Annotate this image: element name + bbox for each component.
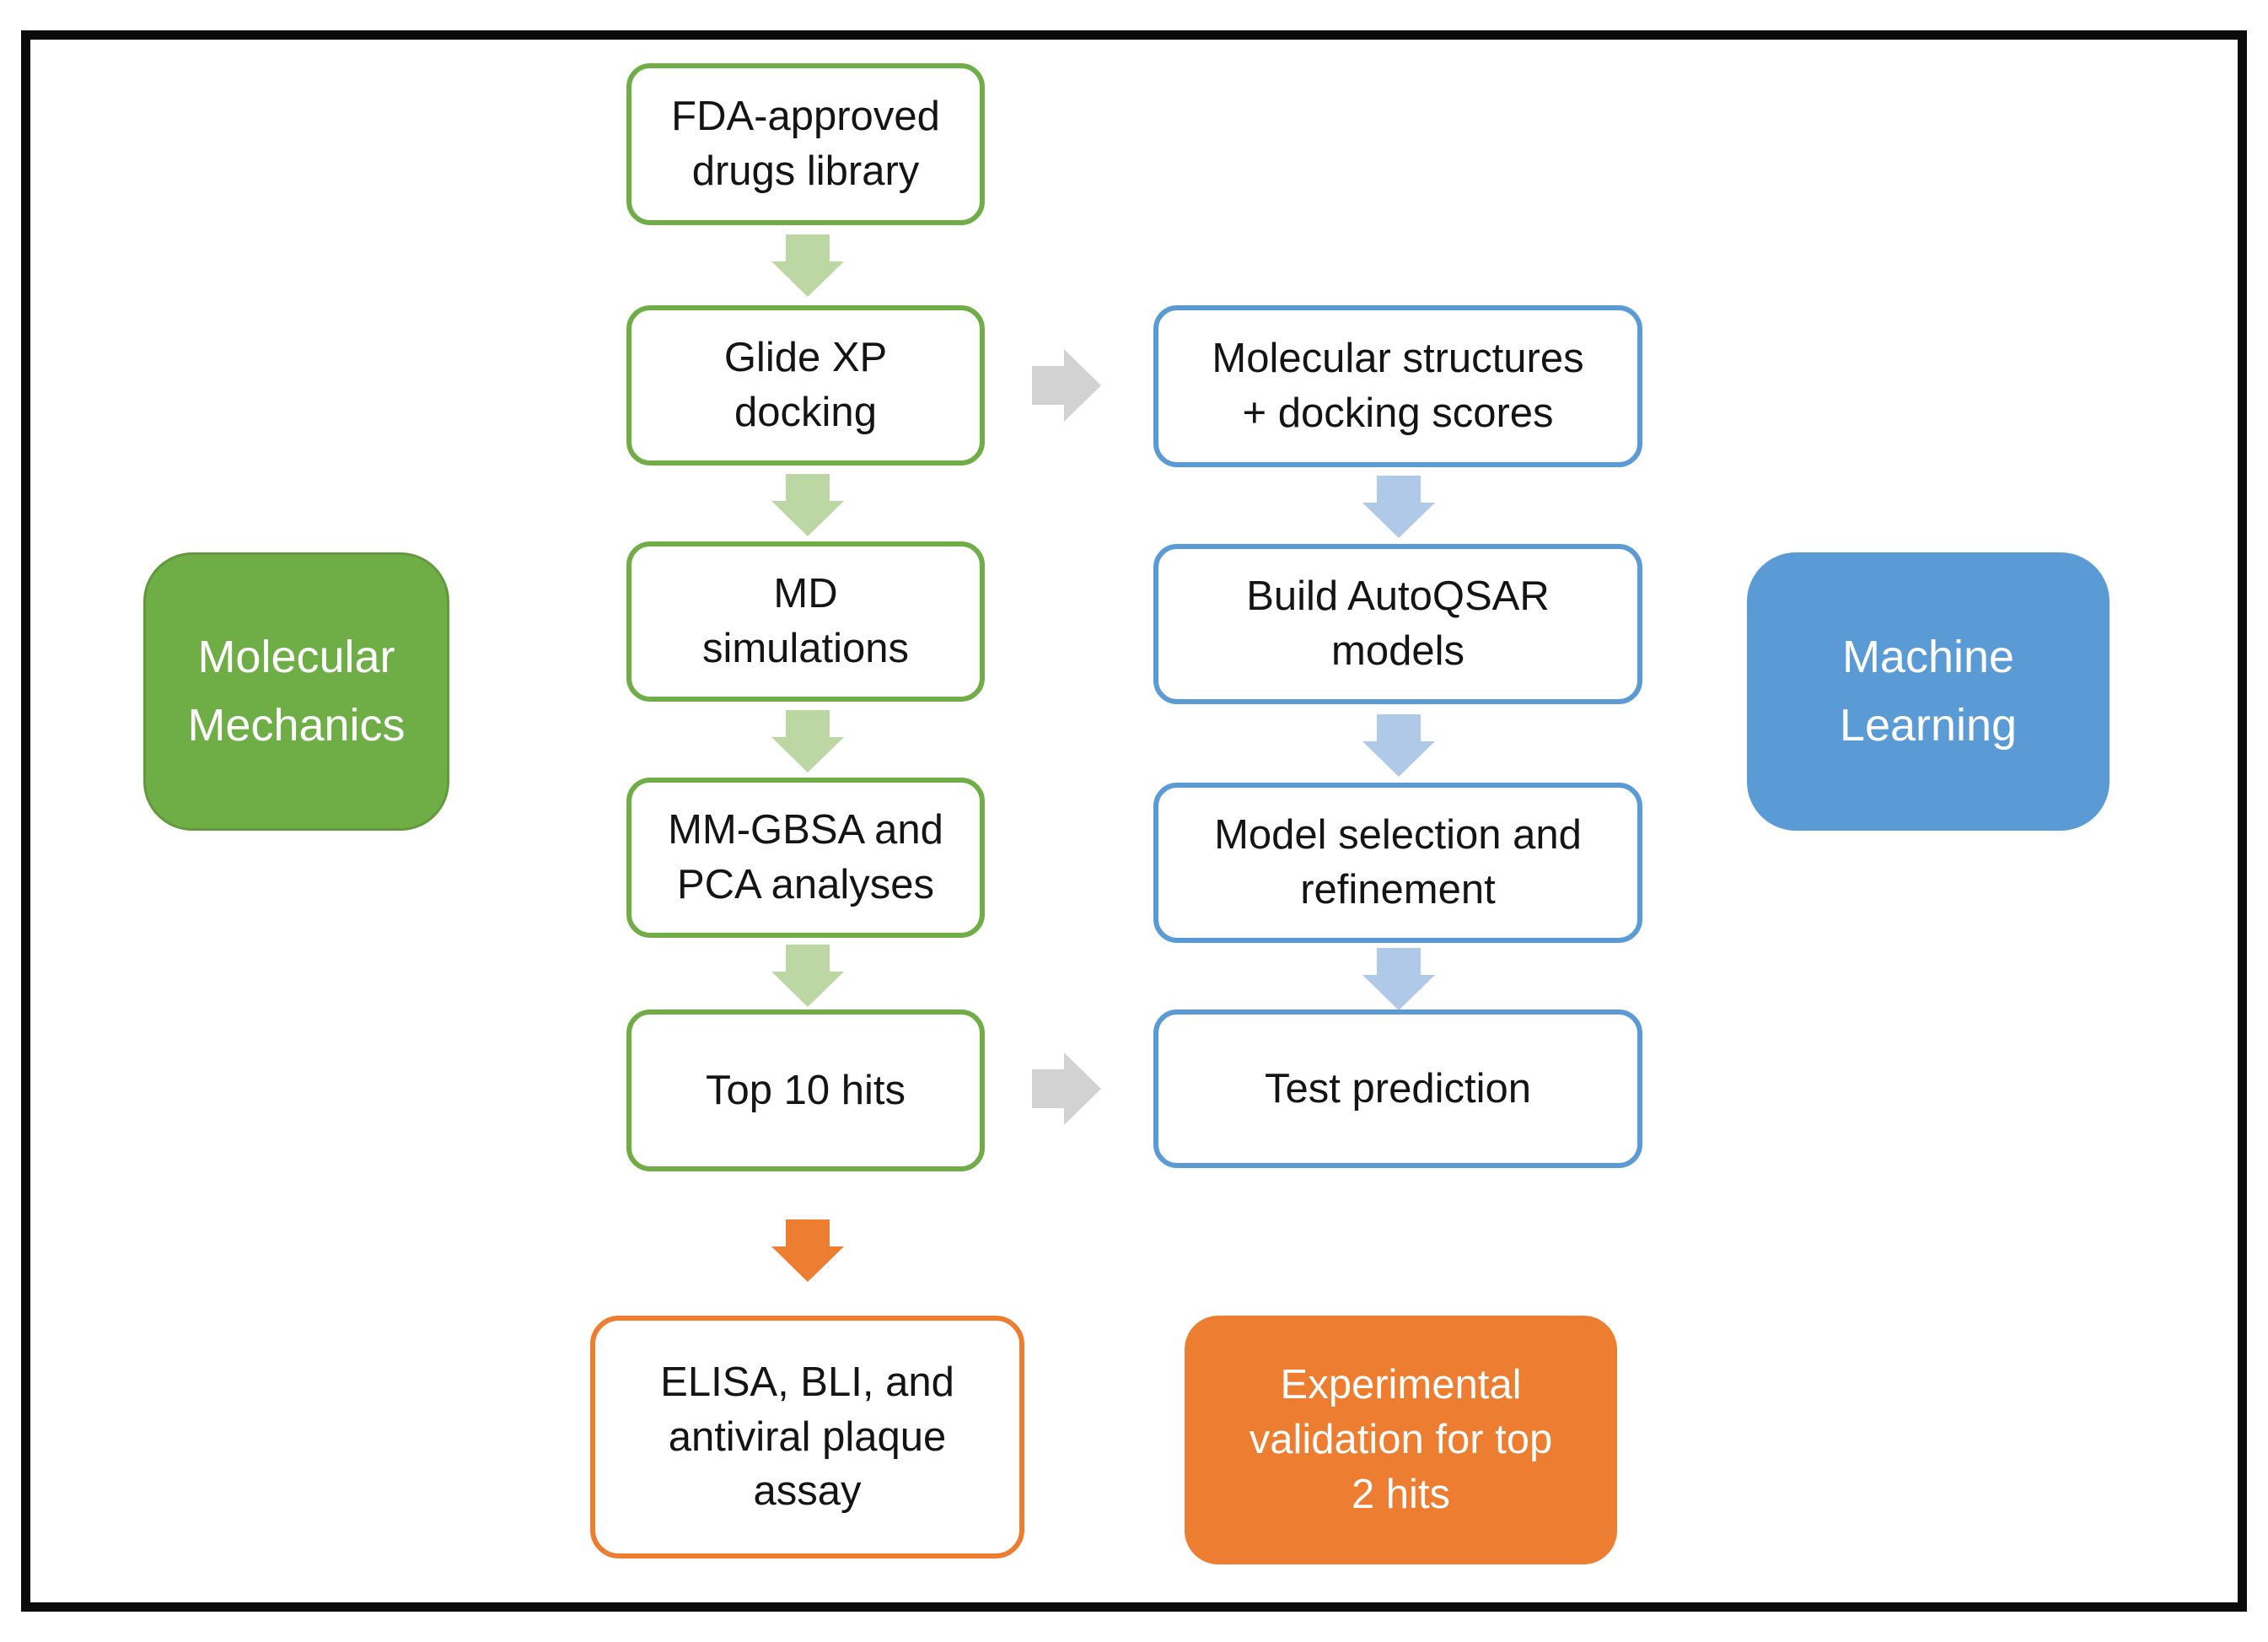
label-machine-learning-text: Machine Learning — [1839, 632, 2018, 751]
node-model-selection-refinement: Model selection and refinement — [1153, 783, 1642, 943]
arrow-head — [1362, 503, 1435, 538]
label-molecular-mechanics: Molecular Mechanics — [143, 552, 449, 831]
label-molecular-mechanics-text: Molecular Mechanics — [187, 632, 406, 751]
node-test-prediction-label: Test prediction — [1265, 1065, 1531, 1112]
arrow-stem — [786, 234, 830, 261]
node-top-10-hits-label: Top 10 hits — [706, 1067, 906, 1113]
label-machine-learning: Machine Learning — [1747, 552, 2109, 831]
node-build-autoqsar-models-label: Build AutoQSAR models — [1246, 573, 1550, 674]
arrow-md-to-mmgbsa — [771, 710, 844, 773]
node-model-selection-refinement-label: Model selection and refinement — [1214, 812, 1582, 913]
node-mmgbsa-pca-analyses-label: MM-GBSA and PCA analyses — [668, 807, 943, 907]
arrow-glide-to-molecular-structures — [1032, 349, 1101, 422]
arrow-glide-to-md — [771, 474, 844, 536]
node-build-autoqsar-models: Build AutoQSAR models — [1153, 544, 1642, 704]
arrow-head — [771, 737, 844, 773]
arrow-head — [771, 972, 844, 1007]
node-molecular-structures-docking-scores-label: Molecular structures + docking scores — [1212, 336, 1584, 436]
arrow-fda-to-glide — [771, 234, 844, 297]
arrow-head — [771, 501, 844, 536]
node-experimental-validation: Experimental validation for top 2 hits — [1185, 1316, 1617, 1564]
node-elisa-bli-plaque-assay-label: ELISA, BLI, and antiviral plaque assay — [660, 1359, 954, 1515]
arrow-stem — [786, 710, 830, 737]
node-glide-xp-docking: Glide XP docking — [626, 305, 985, 466]
arrow-top10-to-test-prediction — [1032, 1052, 1101, 1125]
arrow-mmgbsa-to-top10 — [771, 945, 844, 1007]
arrow-stem — [1032, 1069, 1064, 1108]
node-elisa-bli-plaque-assay: ELISA, BLI, and antiviral plaque assay — [590, 1316, 1024, 1559]
arrow-top10-to-elisa — [771, 1219, 844, 1282]
node-fda-drugs-library: FDA-approved drugs library — [626, 63, 985, 225]
arrow-stem — [1377, 714, 1421, 741]
arrow-head — [1064, 349, 1101, 422]
node-top-10-hits: Top 10 hits — [626, 1009, 985, 1171]
node-molecular-structures-docking-scores: Molecular structures + docking scores — [1153, 305, 1642, 467]
arrow-head — [1362, 741, 1435, 777]
arrow-stem — [786, 474, 830, 501]
node-glide-xp-docking-label: Glide XP docking — [723, 335, 888, 435]
arrow-model-selection-to-test-prediction — [1362, 948, 1435, 1010]
arrow-stem — [1032, 366, 1064, 405]
node-md-simulations: MD simulations — [626, 541, 985, 702]
arrow-autoqsar-to-model-selection — [1362, 714, 1435, 777]
node-test-prediction: Test prediction — [1153, 1009, 1642, 1168]
arrow-stem — [1377, 948, 1421, 975]
node-mmgbsa-pca-analyses: MM-GBSA and PCA analyses — [626, 778, 985, 938]
arrow-head — [771, 1246, 844, 1282]
node-fda-drugs-library-label: FDA-approved drugs library — [671, 94, 940, 194]
arrow-stem — [786, 945, 830, 972]
arrow-stem — [786, 1219, 830, 1246]
arrow-head — [1362, 975, 1435, 1010]
arrow-head — [771, 261, 844, 297]
arrow-stem — [1377, 476, 1421, 503]
arrow-structures-to-autoqsar — [1362, 476, 1435, 538]
node-experimental-validation-label: Experimental validation for top 2 hits — [1249, 1362, 1553, 1517]
node-md-simulations-label: MD simulations — [701, 571, 910, 671]
arrow-head — [1064, 1052, 1101, 1125]
